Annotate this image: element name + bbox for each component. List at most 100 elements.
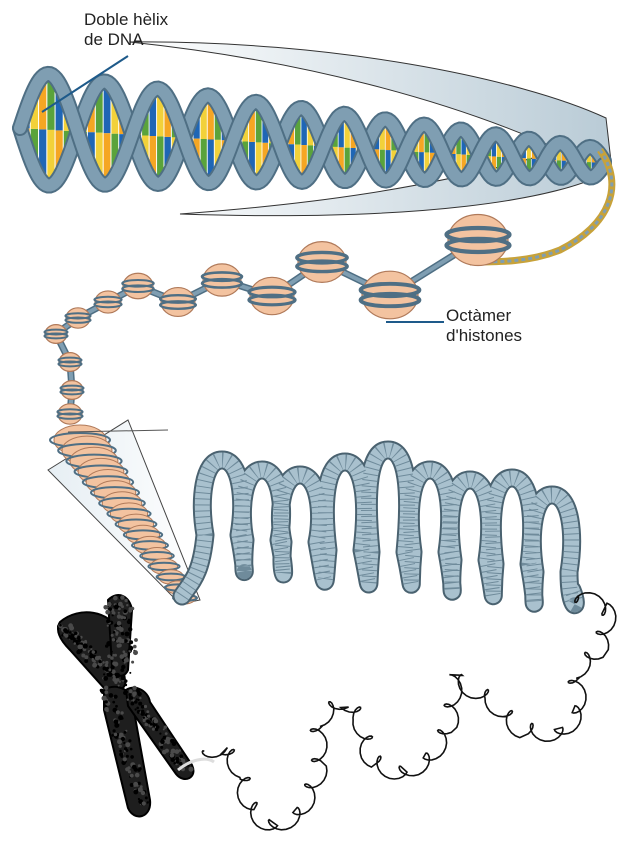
chromosome-grain [138, 787, 143, 792]
chromosome-grain [150, 723, 153, 726]
chromosome-grain [89, 654, 94, 659]
chromosome-grain [61, 634, 63, 636]
chromosome-grain [89, 645, 92, 648]
chromosome-grain [120, 654, 125, 659]
chromosome-grain [106, 619, 110, 623]
chromosome-grain [114, 719, 119, 724]
chromosome-grain [119, 627, 124, 632]
chromosome-grain [105, 700, 108, 703]
chromosome-grain [133, 782, 138, 787]
chromosome-grain [118, 643, 122, 647]
chromosome-grain [69, 636, 74, 641]
chromosome-grain [142, 801, 146, 805]
chromosome-grain [164, 726, 167, 729]
chromosome-grain [117, 621, 122, 626]
chromosome-grain [74, 632, 77, 635]
chromosome-grain [103, 676, 108, 681]
chromosome-grain [143, 717, 145, 719]
chromosome-grain [166, 741, 170, 745]
chromosome-grain [126, 755, 129, 758]
chromosome-grain [128, 646, 133, 651]
dna-helix-label-line1: Doble hèlix [84, 10, 168, 30]
chromosome-grain [105, 610, 110, 615]
chromosome-grain [129, 693, 132, 696]
chromosome-grain [125, 610, 128, 613]
chromosome-grain [136, 707, 139, 710]
chromosome-grain [112, 638, 115, 641]
chromosome-grain [117, 739, 122, 744]
chromosome-grain [111, 665, 115, 669]
chromosome-grain [189, 767, 194, 772]
chromosome-grain [71, 633, 74, 636]
chromosome-grain [135, 692, 137, 694]
chromosome-grain [107, 625, 109, 627]
chromosome-grain [124, 599, 127, 602]
chromosome-grain [113, 729, 116, 732]
chromosome-grain [76, 642, 79, 645]
chromosome-grain [135, 773, 140, 778]
chromosome-grain [123, 650, 126, 653]
chromosome-grain [102, 696, 107, 701]
chromosome-grain [133, 645, 137, 649]
chromosome-grain [149, 800, 151, 802]
metaphase-chromosome [57, 595, 214, 817]
chromosome-grain [132, 765, 137, 770]
chromosome-grain [108, 672, 113, 677]
chromosome-grain [111, 634, 114, 637]
chromosome-grain [118, 602, 123, 607]
chromosome-grain [141, 710, 144, 713]
chromosome-grain [68, 623, 73, 628]
chromosome-grain [125, 684, 127, 686]
chromosome-grain [152, 728, 155, 731]
chromosome-grain [118, 715, 123, 720]
chromosome-grain [114, 654, 117, 657]
chromosome-grain [83, 643, 88, 648]
linker-dna-outline [56, 240, 478, 414]
chromosome-grain [111, 651, 113, 653]
chromosome-grain [104, 690, 108, 694]
chromosome-grain [121, 676, 125, 680]
chromosome-grain [137, 692, 142, 697]
chromosome-grain [114, 695, 118, 699]
chromosome-grain [124, 639, 128, 643]
chromosome-grain [105, 644, 108, 647]
chromosome-grain [159, 733, 161, 735]
chromosome-grain [155, 728, 158, 731]
chromosome-grain [163, 728, 165, 730]
chromosome-grain [107, 602, 112, 607]
chromosome-grain [92, 663, 97, 668]
chromosome-grain [128, 627, 132, 631]
chromosome-grain [138, 702, 142, 706]
linker-dna [56, 240, 478, 414]
chromosome-grain [84, 659, 88, 663]
chromosome-grain [171, 757, 176, 762]
chromosome-grain [103, 667, 107, 671]
chromosome-grain [109, 693, 114, 698]
chromosome-grain [69, 631, 72, 634]
chromosome-grain [113, 631, 115, 633]
chromosome-grain [102, 661, 105, 664]
chromosome-grain [121, 665, 125, 669]
chromosome-grain [118, 685, 120, 687]
chromosome-grain [133, 650, 138, 655]
chromosome-grain [131, 661, 134, 664]
chromosome-grain [166, 737, 170, 741]
chromosome-grain [119, 750, 122, 753]
chromosome-grain [125, 742, 130, 747]
chromosome-grain [114, 605, 119, 610]
chromosome-grain [76, 650, 81, 655]
chromosome-grain [147, 801, 149, 803]
chromosome-grain [123, 742, 125, 744]
chromosome-grain [129, 672, 131, 674]
chromosome-grain [154, 719, 159, 724]
chromosome-grain [114, 624, 117, 627]
chromosome-grain [123, 616, 125, 618]
chromosome-grain [119, 745, 122, 748]
chromosome-grain [136, 698, 138, 700]
chromosome-grain [92, 658, 94, 660]
chromosome-grain [135, 708, 137, 710]
chromosome-grain [125, 632, 130, 637]
chromosome-grain [139, 697, 141, 699]
histone-octamer-label: Octàmer d'histones [446, 306, 522, 346]
